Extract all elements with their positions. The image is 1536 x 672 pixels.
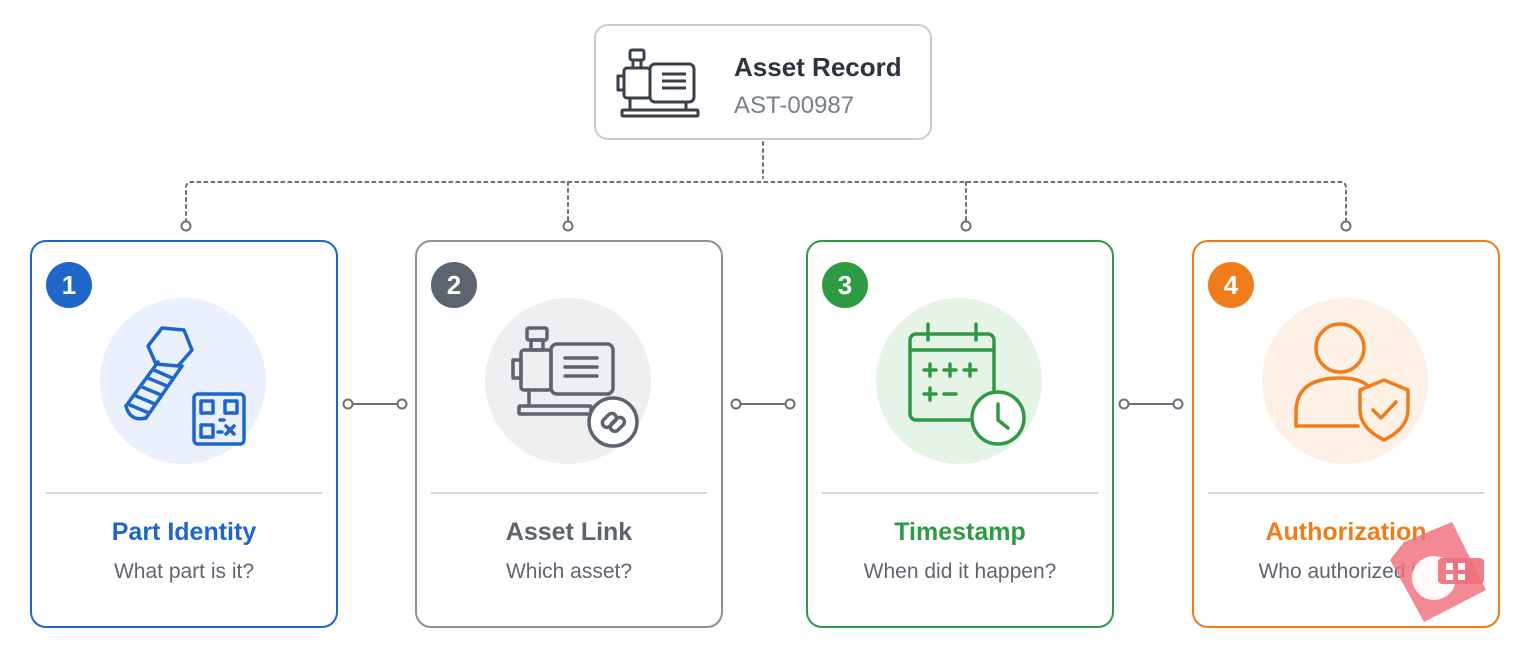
step-number-badge: 4 [1208,262,1254,308]
card-divider [1208,492,1484,494]
step-title: Authorization [1265,518,1427,546]
step-title: Asset Link [505,518,633,546]
step-number-badge: 2 [431,262,477,308]
asset-record-id: AST-00987 [734,92,855,119]
step-subtitle: What part is it? [113,560,255,583]
watermark-logo [1390,522,1486,622]
motor-pump-icon [616,48,700,118]
connector-node-3 [960,220,972,232]
connector-node-1 [180,220,192,232]
step-card-timestamp[interactable]: 3 Timestamp When did it happen? [806,240,1114,628]
step-card-asset-link[interactable]: 2 Asset Link Which asset? [415,240,723,628]
step-title: Part Identity [111,518,257,546]
card-divider [431,492,707,494]
asset-record-card[interactable]: Asset Record AST-00987 [594,24,932,140]
step-number-badge: 3 [822,262,868,308]
asset-record-title: Asset Record [734,52,902,82]
step-subtitle: Who authorized it? [1258,560,1434,583]
step-title: Timestamp [894,518,1026,546]
connector-node-2 [562,220,574,232]
step-subtitle: When did it happen? [863,560,1057,583]
step-subtitle: Which asset? [505,560,633,583]
bolt-qr-code-icon [100,298,266,464]
connector-node-4 [1340,220,1352,232]
step-number-badge: 1 [46,262,92,308]
step-card-part-identity[interactable]: 1 Part Ident [30,240,338,628]
card-divider [46,492,322,494]
motor-link-icon [485,298,651,464]
user-shield-icon [1262,298,1428,464]
card-divider [822,492,1098,494]
calendar-clock-icon [876,298,1042,464]
